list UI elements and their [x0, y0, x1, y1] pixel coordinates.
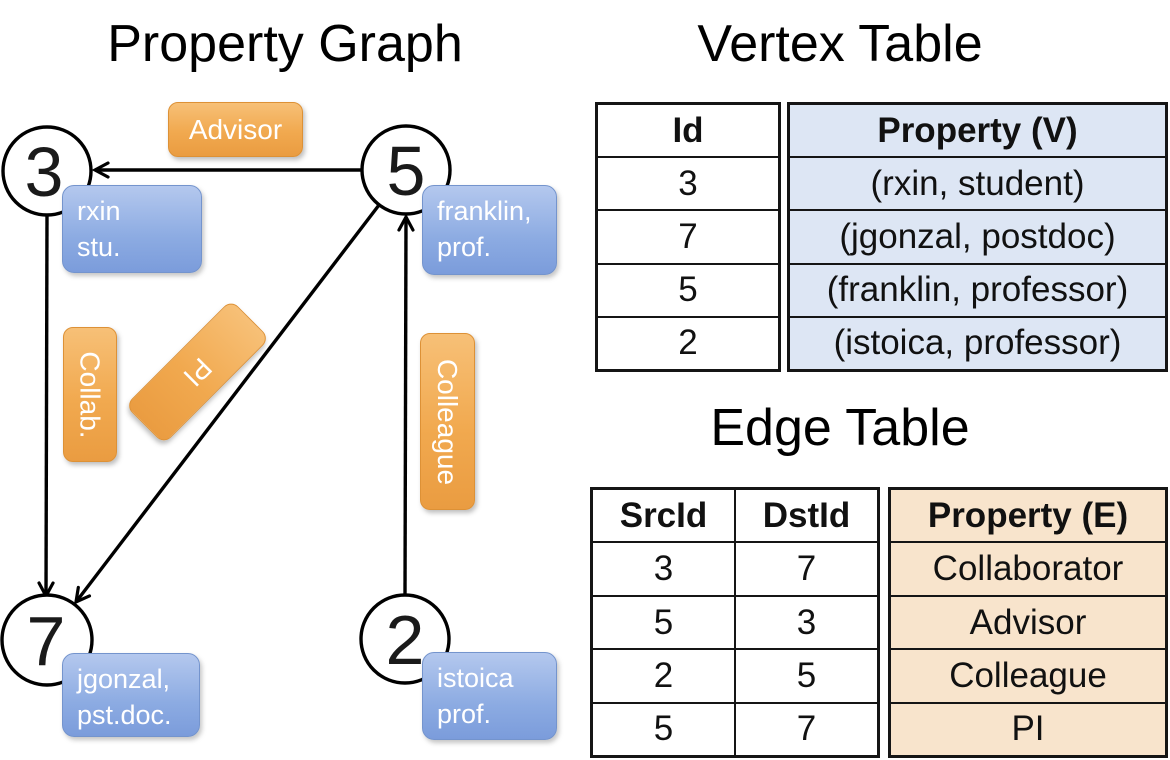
- edge-table-dstid-cell: 3: [736, 594, 877, 648]
- vertex-table-property-column: Property (V) (rxin, student)(jgonzal, po…: [787, 102, 1168, 372]
- edge-2-to-5-colleague: [397, 213, 415, 596]
- vertex-id-5: 5: [387, 132, 426, 210]
- vertex-id-3: 3: [25, 133, 64, 211]
- vertex-table-property-cell: (jgonzal, postdoc): [790, 209, 1165, 262]
- edge-table-srcid-cell: 5: [593, 594, 734, 648]
- vertex-property-3-line2: stu.: [77, 231, 121, 262]
- vertex-table-id-cell: 5: [598, 262, 778, 316]
- edge-table-property-header: Property (E): [927, 495, 1129, 535]
- vertex-property-7-line2: pst.doc.: [77, 699, 172, 730]
- edge-3-to-7-collab: [37, 214, 55, 600]
- edge-5-to-7-pi: [73, 203, 381, 605]
- edge-label-collab-text: Collab.: [75, 350, 107, 439]
- edge-table-property-cell: PI: [891, 701, 1165, 755]
- edge-label-collab: Collab.: [63, 327, 117, 462]
- vertex-property-7-line1: jgonzal,: [77, 664, 171, 694]
- edge-label-colleague: Colleague: [420, 333, 475, 510]
- vertex-table-property-cell: (franklin, professor): [790, 262, 1165, 316]
- vertex-table-id-cell: 2: [598, 315, 778, 369]
- vertex-property-2-line1: istoica: [437, 663, 514, 693]
- edge-table-dstid-cell: 7: [736, 701, 877, 755]
- property-graph-title: Property Graph: [107, 15, 463, 73]
- vertex-property-5-line2: prof.: [437, 231, 492, 262]
- vertex-id-7: 7: [27, 602, 66, 680]
- vertex-property-box-7: jgonzal, pst.doc.: [62, 653, 200, 737]
- vertex-table-property-header: Property (V): [877, 110, 1078, 150]
- vertex-property-box-3: rxin stu.: [62, 185, 202, 273]
- vertex-id-2: 2: [386, 601, 425, 679]
- vertex-table-id-cell: 3: [598, 156, 778, 209]
- vertex-property-5-line1: franklin,: [437, 196, 532, 226]
- vertex-property-box-5: franklin, prof.: [422, 185, 557, 275]
- edge-label-pi-text: PI: [177, 352, 219, 393]
- edge-table-title: Edge Table: [710, 399, 970, 457]
- edge-table-srcid-cell: 3: [593, 541, 734, 594]
- vertex-property-3-line1: rxin: [77, 196, 121, 226]
- edge-table-dstid-header: DstId: [762, 495, 851, 535]
- edge-table-srcid-cell: 2: [593, 648, 734, 701]
- edge-label-advisor: Advisor: [168, 102, 303, 157]
- edge-table-property-cell: Collaborator: [891, 541, 1165, 594]
- edge-label-advisor-text: Advisor: [188, 113, 283, 145]
- edge-table-srcid-header: SrcId: [619, 495, 708, 535]
- edge-label-colleague-text: Colleague: [432, 358, 464, 485]
- edge-table-srcid-cell: 5: [593, 701, 734, 755]
- edge-table-dstid-cell: 5: [736, 648, 877, 701]
- vertex-table-id-header: Id: [672, 110, 704, 150]
- vertex-property-2-line2: prof.: [437, 698, 492, 729]
- vertex-table-property-cell: (rxin, student): [790, 156, 1165, 209]
- edge-table-property-cell: Advisor: [891, 594, 1165, 648]
- edge-table-property-cell: Colleague: [891, 648, 1165, 701]
- vertex-property-box-2: istoica prof.: [422, 652, 557, 740]
- vertex-table-id-cell: 7: [598, 209, 778, 262]
- vertex-table-property-cell: (istoica, professor): [790, 315, 1165, 369]
- vertex-table-title: Vertex Table: [697, 15, 983, 73]
- edge-table-dstid-cell: 7: [736, 541, 877, 594]
